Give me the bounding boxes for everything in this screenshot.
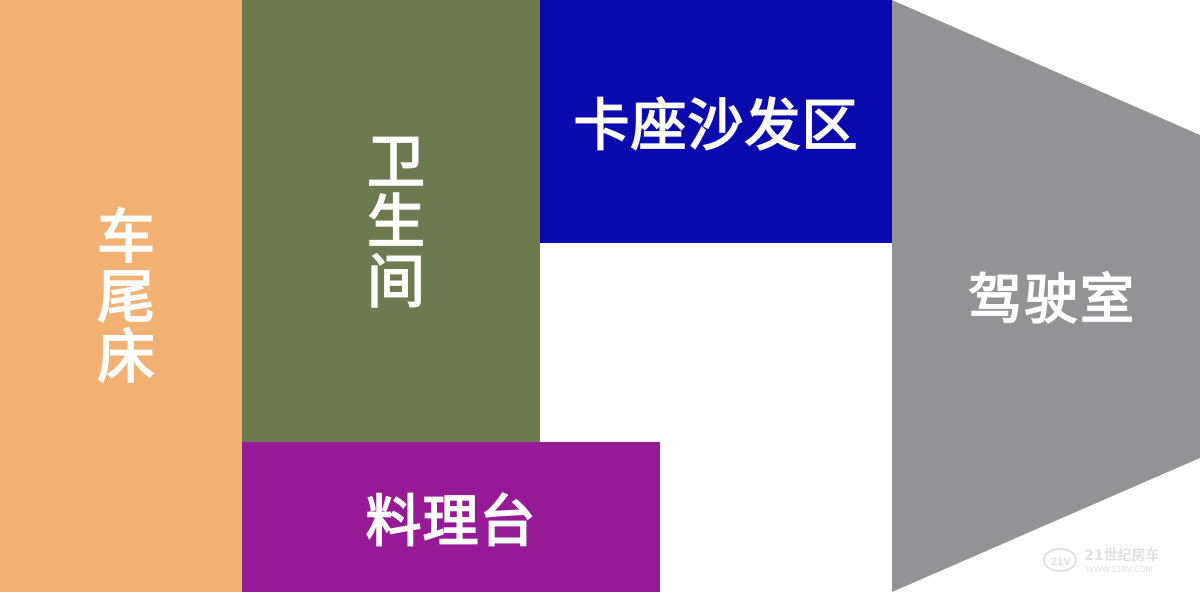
zone-dinette-label: 卡座沙发区 — [573, 94, 859, 159]
zone-bathroom-label: 卫生间 — [357, 131, 425, 311]
cab-trapezoid — [892, 0, 1200, 592]
zone-rear-bed: 车尾床 — [0, 0, 242, 592]
zone-bathroom: 卫生间 — [242, 0, 540, 442]
zone-dinette: 卡座沙发区 — [540, 0, 892, 243]
zone-kitchen-label: 料理台 — [365, 489, 537, 555]
cab-shape — [892, 0, 1200, 592]
zone-kitchen: 料理台 — [242, 442, 660, 592]
svg-text:21V: 21V — [1051, 556, 1071, 568]
zone-rear-bed-label: 车尾床 — [87, 206, 155, 386]
zone-cab-label: 驾驶室 — [968, 267, 1136, 331]
watermark-url: WWW.21RV.COM — [1086, 565, 1153, 574]
watermark-brand: 21世纪房车 — [1084, 547, 1159, 564]
zone-cab: 驾驶室 — [892, 0, 1200, 592]
